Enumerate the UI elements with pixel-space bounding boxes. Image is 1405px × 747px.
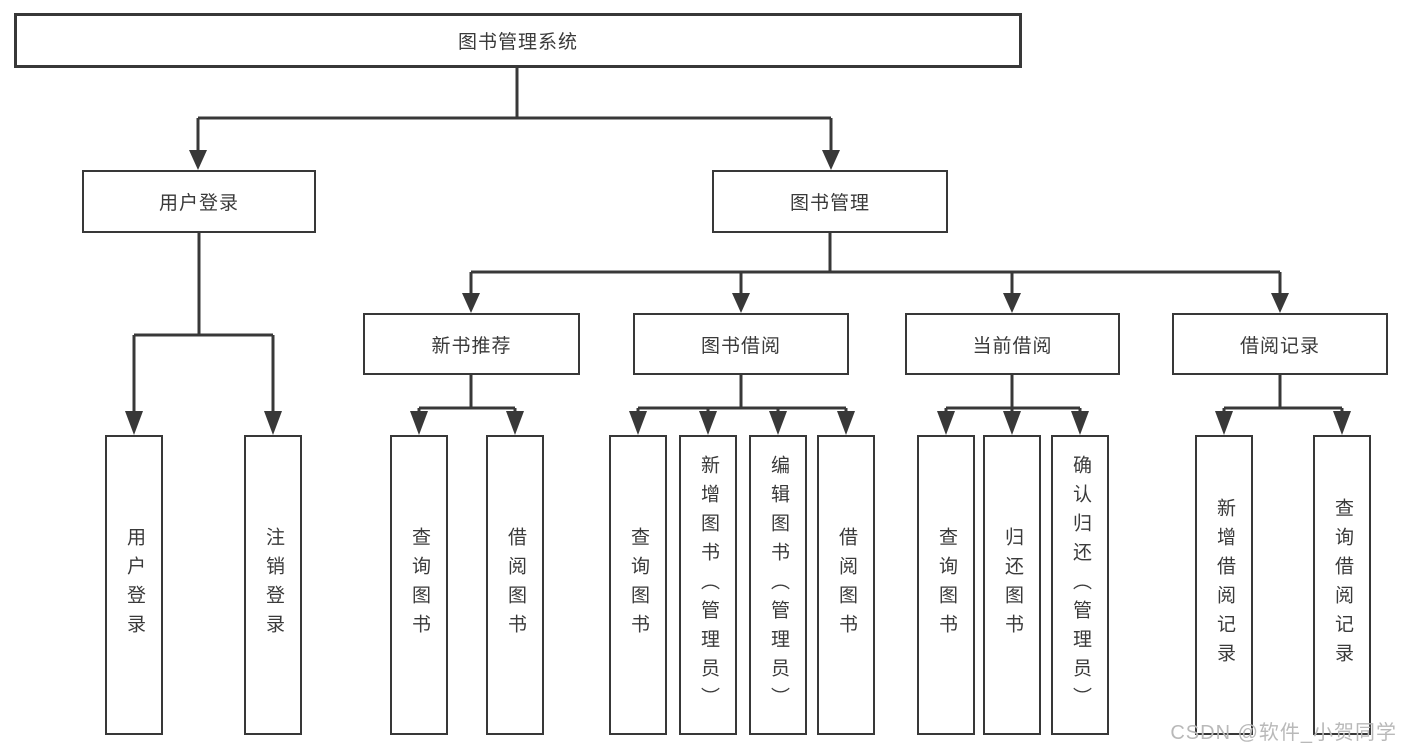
leaf-return-books: 归还图书 [983, 435, 1041, 735]
leaf-current-query-books: 查询图书 [917, 435, 975, 735]
node-new-book-recommend: 新书推荐 [363, 313, 580, 375]
leaf-borrow-books: 借阅图书 [817, 435, 875, 735]
leaf-query-borrow-record: 查询借阅记录 [1313, 435, 1371, 735]
node-book-management-module: 图书管理 [712, 170, 948, 233]
leaf-confirm-return-admin: 确认归还（管理员） [1051, 435, 1109, 735]
node-current-borrow: 当前借阅 [905, 313, 1120, 375]
leaf-recommend-borrow-books: 借阅图书 [486, 435, 544, 735]
leaf-logout: 注销登录 [244, 435, 302, 735]
node-borrow-record: 借阅记录 [1172, 313, 1388, 375]
node-user-login-module: 用户登录 [82, 170, 316, 233]
node-book-borrow: 图书借阅 [633, 313, 849, 375]
leaf-borrow-query-books: 查询图书 [609, 435, 667, 735]
leaf-edit-books-admin: 编辑图书（管理员） [749, 435, 807, 735]
leaf-add-borrow-record: 新增借阅记录 [1195, 435, 1253, 735]
leaf-add-books-admin: 新增图书（管理员） [679, 435, 737, 735]
leaf-user-login: 用户登录 [105, 435, 163, 735]
leaf-recommend-query-books: 查询图书 [390, 435, 448, 735]
node-book-management-system: 图书管理系统 [14, 13, 1022, 68]
